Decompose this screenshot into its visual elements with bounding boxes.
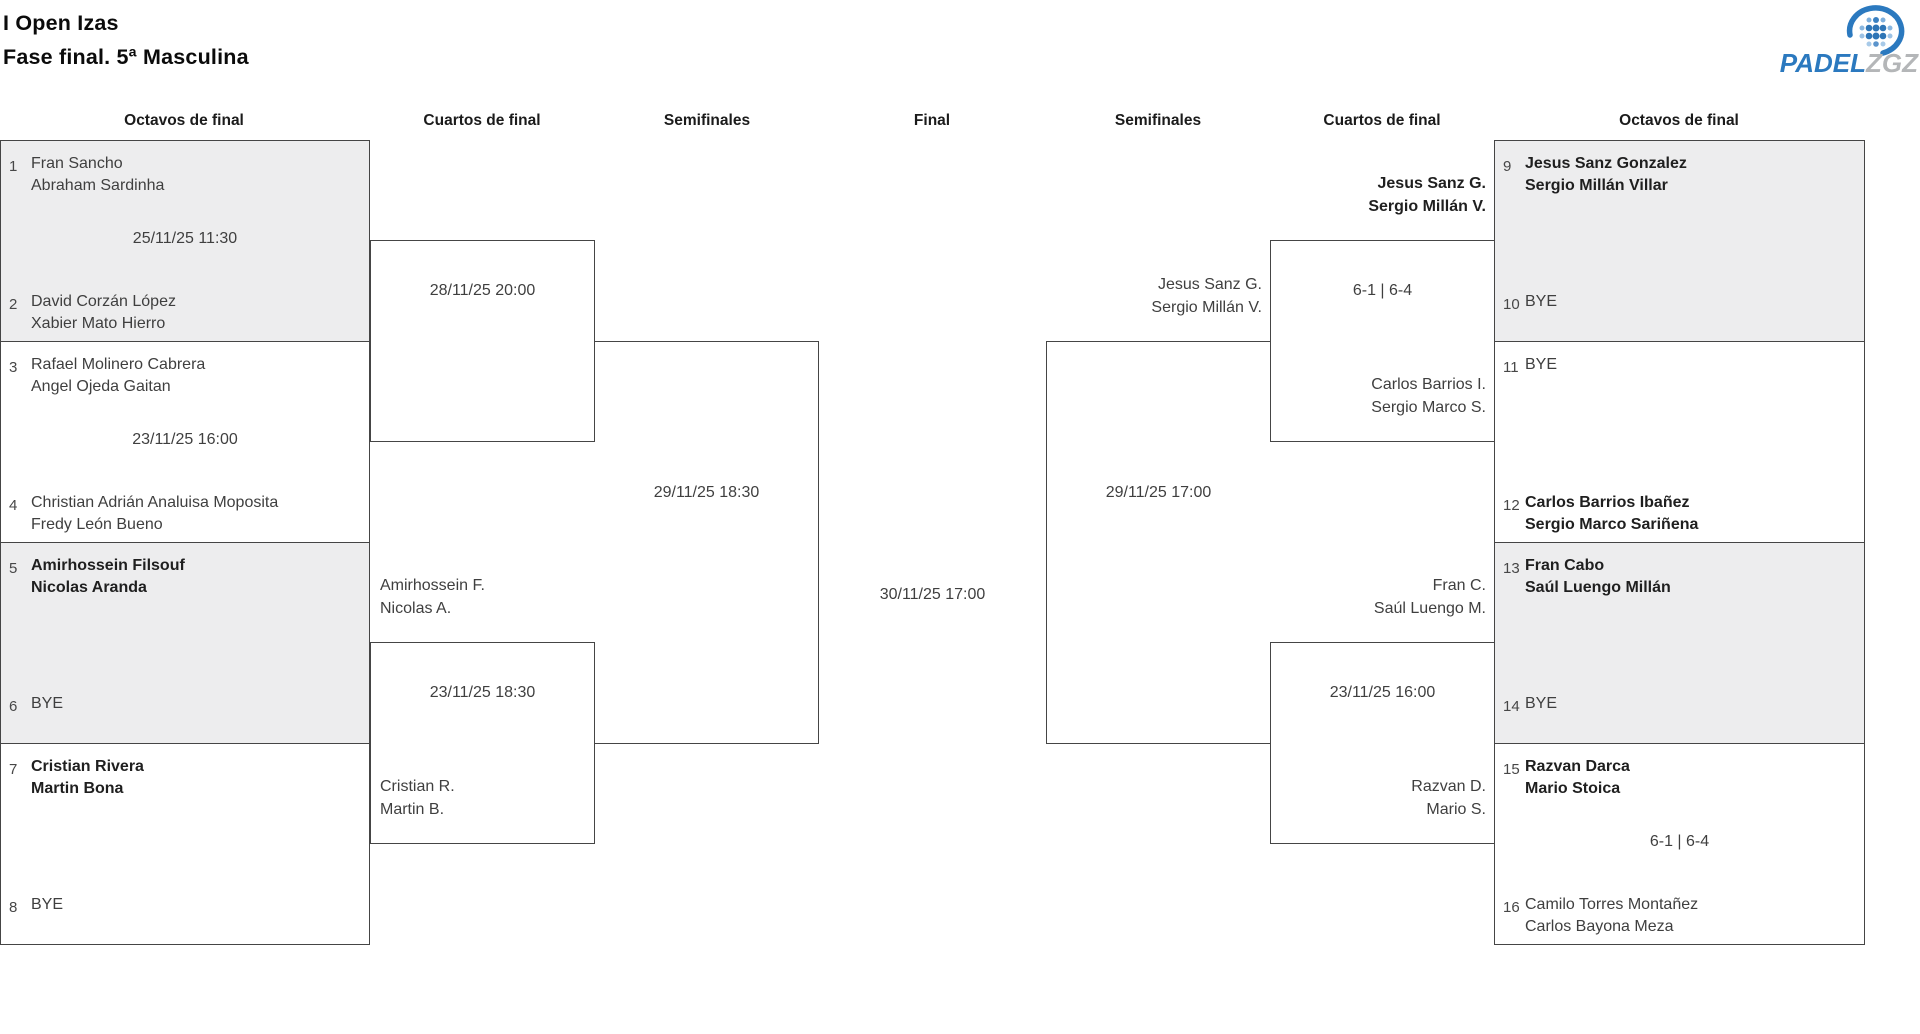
match-datetime: 29/11/25 17:00 <box>1105 484 1212 501</box>
match-datetime: 28/11/25 20:00 <box>429 282 536 299</box>
match-box-r16-5v6[interactable]: 5 Amirhossein Filsouf Nicolas Aranda 6 B… <box>0 542 370 744</box>
match-datetime: 23/11/25 18:30 <box>429 684 536 701</box>
team-entry-bye: BYE <box>1525 356 1558 373</box>
team-entry: Fran C. Saúl Luengo M. <box>1373 577 1486 617</box>
logo-padel-text: PADEL <box>1779 48 1866 78</box>
seed-number: 7 <box>9 761 18 778</box>
tournament-title: I Open Izas <box>3 11 119 35</box>
match-box-qf-left-1[interactable]: 28/11/25 20:00 <box>370 240 595 442</box>
match-datetime: 25/11/25 11:30 <box>132 230 238 247</box>
match-box-r16-3v4[interactable]: 3 Rafael Molinero Cabrera Angel Ojeda Ga… <box>0 341 370 543</box>
round-header-r16-left: Octavos de final <box>124 112 244 129</box>
match-box-r16-15v16[interactable]: 15 Razvan Darca Mario Stoica 6-1 | 6-4 1… <box>1494 743 1865 945</box>
seed-number: 4 <box>9 497 18 514</box>
match-box-r16-7v8[interactable]: 7 Cristian Rivera Martin Bona 8 BYE <box>0 743 370 945</box>
team-entry: Christian Adrián Analuisa Moposita Fredy… <box>31 494 279 533</box>
match-box-r16-1v2[interactable]: 1 Fran Sancho Abraham Sardinha 25/11/25 … <box>0 140 370 342</box>
round-header-sf-right: Semifinales <box>1114 112 1202 129</box>
seed-number: 11 <box>1503 359 1519 376</box>
match-box-sf-right[interactable]: 29/11/25 17:00 <box>1046 341 1270 744</box>
team-entry: Amirhossein Filsouf Nicolas Aranda <box>31 557 185 596</box>
team-entry: Carlos Barrios I. Sergio Marco S. <box>1371 376 1486 416</box>
seed-number: 3 <box>9 359 18 376</box>
team-entry: Cristian Rivera Martin Bona <box>31 758 144 797</box>
team-entry-bye: BYE <box>1525 293 1558 310</box>
round-header-r16-right: Octavos de final <box>1619 112 1739 129</box>
match-datetime: 23/11/25 16:00 <box>1329 684 1436 701</box>
team-entry: Carlos Barrios Ibañez Sergio Marco Sariñ… <box>1525 494 1699 533</box>
padelzgz-racket-icon <box>1846 5 1905 56</box>
match-datetime: 29/11/25 18:30 <box>653 484 760 501</box>
round-header-qf-right: Cuartos de final <box>1323 112 1441 129</box>
team-entry: Cristian R. Martin B. <box>380 778 455 818</box>
team-entry: Rafael Molinero Cabrera Angel Ojeda Gait… <box>31 356 206 395</box>
match-box-r16-9v10[interactable]: 9 Jesus Sanz Gonzalez Sergio Millán Vill… <box>1494 140 1865 342</box>
round-header-qf-left: Cuartos de final <box>423 112 541 129</box>
match-box-sf-left[interactable]: 29/11/25 18:30 <box>595 341 819 744</box>
seed-number: 9 <box>1503 158 1512 175</box>
seed-number: 1 <box>9 158 18 175</box>
team-entry-bye: BYE <box>1525 695 1558 712</box>
match-datetime: 23/11/25 16:00 <box>132 431 238 448</box>
team-entry-bye: BYE <box>31 695 64 712</box>
seed-number: 2 <box>9 296 18 313</box>
round-header-sf-left: Semifinales <box>663 112 751 129</box>
team-entry: Amirhossein F. Nicolas A. <box>380 577 485 617</box>
team-entry: David Corzán López Xabier Mato Hierro <box>31 293 176 332</box>
match-datetime-final: 30/11/25 17:00 <box>879 586 986 603</box>
match-score: 6-1 | 6-4 <box>1649 833 1710 850</box>
seed-number: 16 <box>1503 899 1520 916</box>
seed-number: 6 <box>9 698 18 715</box>
seed-number: 14 <box>1503 698 1520 715</box>
team-entry: Fran Sancho Abraham Sardinha <box>31 155 165 194</box>
seed-number: 8 <box>9 899 18 916</box>
team-entry: Fran Cabo Saúl Luengo Millán <box>1525 557 1671 596</box>
seed-number: 12 <box>1503 497 1520 514</box>
padelzgz-logo: PADELZGZ <box>1742 48 1918 79</box>
seed-number: 10 <box>1503 296 1520 313</box>
team-entry: Jesus Sanz Gonzalez Sergio Millán Villar <box>1525 155 1687 194</box>
team-entry: Jesus Sanz G. Sergio Millán V. <box>1151 276 1262 316</box>
match-box-qf-left-2[interactable]: 23/11/25 18:30 <box>370 642 595 844</box>
team-entry: Camilo Torres Montañez Carlos Bayona Mez… <box>1525 896 1699 935</box>
team-entry-bye: BYE <box>31 896 64 913</box>
team-entry: Razvan Darca Mario Stoica <box>1525 758 1630 797</box>
team-entry: Razvan D. Mario S. <box>1411 778 1486 818</box>
round-header-final: Final <box>913 112 951 129</box>
match-box-qf-right-2[interactable]: 23/11/25 16:00 <box>1270 642 1495 844</box>
match-box-qf-right-1[interactable]: 6-1 | 6-4 <box>1270 240 1495 442</box>
seed-number: 13 <box>1503 560 1520 577</box>
seed-number: 15 <box>1503 761 1520 778</box>
match-score: 6-1 | 6-4 <box>1352 282 1413 299</box>
logo-zgz-text: ZGZ <box>1866 48 1918 78</box>
tournament-subtitle: Fase final. 5ª Masculina <box>3 45 249 69</box>
team-entry: Jesus Sanz G. Sergio Millán V. <box>1368 175 1486 215</box>
match-box-r16-13v14[interactable]: 13 Fran Cabo Saúl Luengo Millán 14 BYE <box>1494 542 1865 744</box>
seed-number: 5 <box>9 560 18 577</box>
match-box-r16-11v12[interactable]: 11 BYE 12 Carlos Barrios Ibañez Sergio M… <box>1494 341 1865 543</box>
